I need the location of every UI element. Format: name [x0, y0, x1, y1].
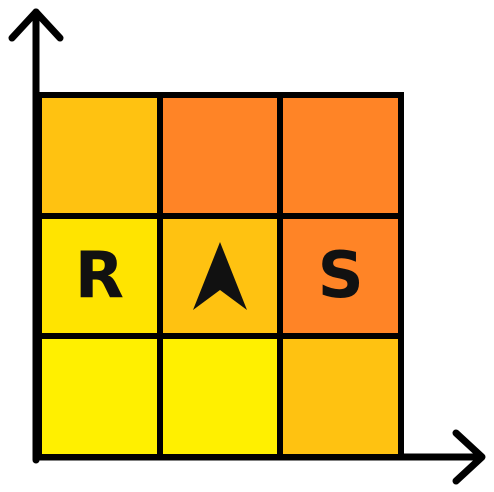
- cell-letter: R: [74, 238, 124, 313]
- cell-r2-c1[interactable]: R: [42, 218, 157, 334]
- cell-r3-c2[interactable]: [162, 339, 278, 454]
- cell-r3-c1[interactable]: [42, 339, 157, 454]
- cell-r3-c3[interactable]: [283, 339, 398, 454]
- cell-letter: S: [317, 238, 364, 313]
- cell-r2-c3[interactable]: S: [283, 218, 398, 334]
- cell-r1-c3[interactable]: [283, 98, 398, 213]
- cell-r1-c2[interactable]: [162, 98, 278, 213]
- up-arrow-icon: [192, 241, 247, 310]
- cell-r2-c2[interactable]: [162, 218, 278, 334]
- cell-r1-c1[interactable]: [42, 98, 157, 213]
